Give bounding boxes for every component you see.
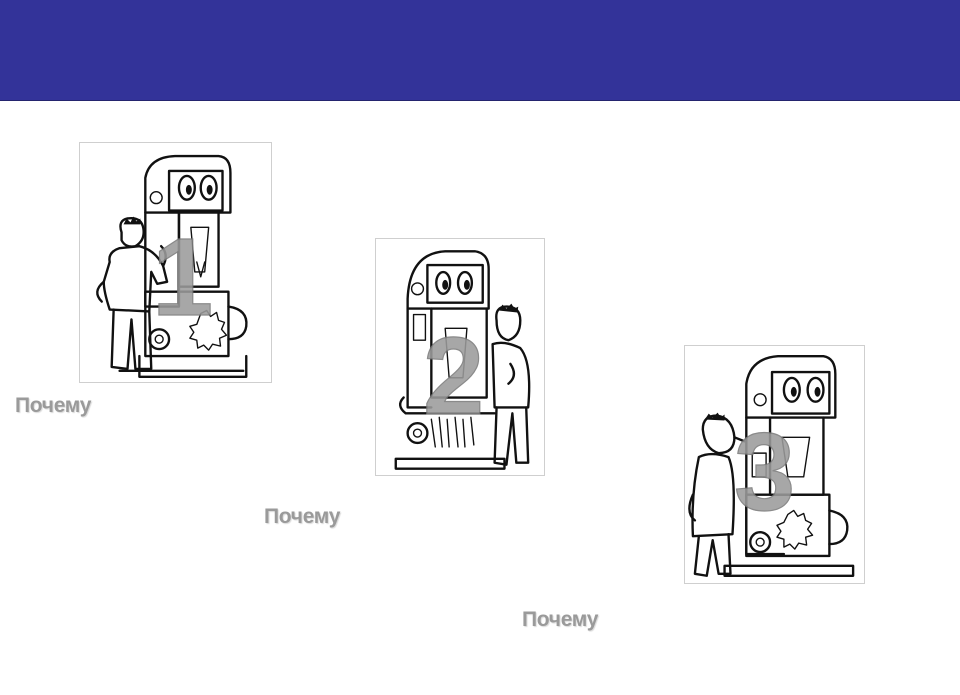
why-label-3: Почему bbox=[522, 608, 599, 631]
title-bar bbox=[0, 0, 960, 101]
why-label-1: Почему bbox=[15, 394, 92, 417]
machine-man-illustration-2 bbox=[394, 250, 531, 470]
machine-man-illustration-3 bbox=[688, 355, 855, 577]
illustration-panel-1 bbox=[79, 142, 272, 383]
illustration-panel-2 bbox=[375, 238, 545, 476]
illustration-panel-3 bbox=[684, 345, 865, 584]
why-label-2: Почему bbox=[264, 505, 341, 528]
machine-man-illustration-1 bbox=[96, 154, 248, 378]
